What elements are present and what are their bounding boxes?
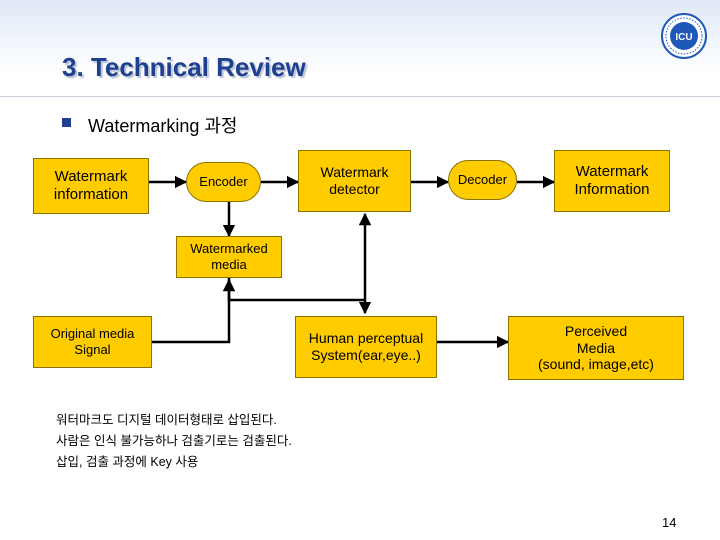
- perceived-media-box: Perceived Media (sound, image,etc): [508, 316, 684, 380]
- watermarked-media-box: Watermarked media: [176, 236, 282, 278]
- title-rule: [0, 96, 720, 97]
- note-line: 사람은 인식 불가능하나 검출기로는 검출된다.: [56, 434, 292, 448]
- note-line: 워터마크도 디지털 데이터형태로 삽입된다.: [56, 413, 277, 427]
- arrow-original-to-watermarked: [152, 278, 236, 344]
- bullet-icon: [62, 118, 71, 127]
- logo-text: ICU: [675, 32, 692, 43]
- decoder-box: Decoder: [448, 160, 517, 200]
- icu-logo: ICU: [661, 13, 707, 59]
- watermark-information-output-box: Watermark Information: [554, 150, 670, 212]
- slide-title: 3. Technical Review: [62, 52, 306, 82]
- human-perceptual-system-box: Human perceptual System(ear,eye..): [295, 316, 437, 378]
- watermark-information-input-box: Watermark information: [33, 158, 149, 214]
- page-number: 14: [662, 515, 677, 530]
- header-band: [0, 0, 720, 78]
- watermark-detector-box: Watermark detector: [298, 150, 411, 212]
- note-line: 삽입, 검출 과정에 Key 사용: [56, 455, 199, 469]
- notes-list: 워터마크도 디지털 데이터형태로 삽입된다. 사람은 인식 불가능하나 검출기로…: [56, 410, 292, 473]
- section-subtitle: Watermarking 과정: [88, 116, 238, 136]
- line-watermarked-branch: [227, 278, 365, 302]
- encoder-box: Encoder: [186, 162, 261, 202]
- original-media-signal-box: Original media Signal: [33, 316, 152, 368]
